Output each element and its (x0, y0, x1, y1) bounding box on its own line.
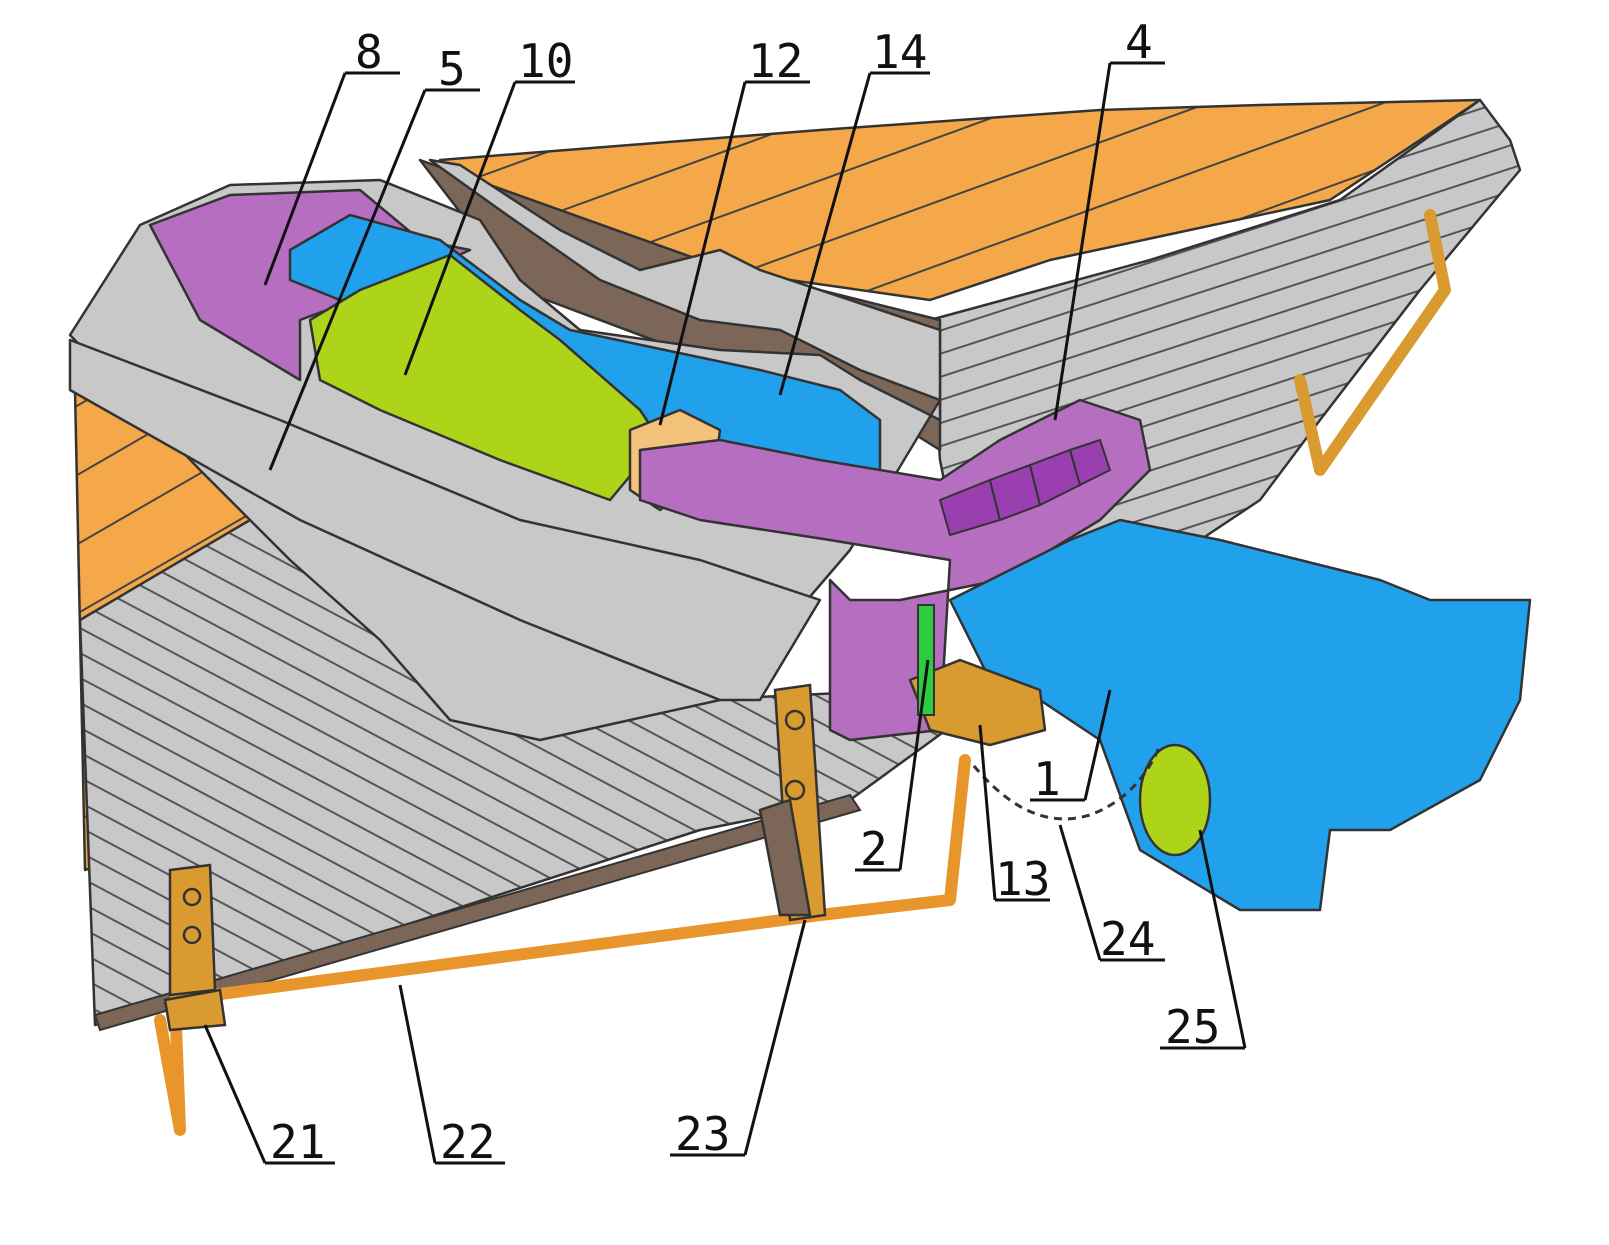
callout-12: 12 (748, 34, 803, 88)
green-latch (917, 604, 935, 716)
callout-4: 4 (1125, 15, 1153, 69)
callout-10: 10 (518, 34, 573, 88)
callout-2: 2 (860, 822, 888, 876)
uncoupling-rod (154, 754, 971, 1136)
callout-1: 1 (1033, 752, 1061, 806)
chain (963, 744, 1162, 821)
callout-13: 13 (995, 852, 1050, 906)
callout-24: 24 (1100, 912, 1155, 966)
callout-22: 22 (440, 1115, 495, 1169)
callout-23: 23 (675, 1107, 730, 1161)
callout-21: 21 (270, 1115, 325, 1169)
callout-8: 8 (355, 25, 383, 79)
orange-fitting (908, 658, 1047, 747)
keel-edge (93, 793, 862, 1032)
callout-14: 14 (872, 25, 927, 79)
callout-5: 5 (438, 42, 466, 96)
bracket-23 (758, 683, 827, 922)
side-rail (68, 338, 822, 702)
housing-slots (938, 438, 1112, 537)
callout-25: 25 (1165, 1000, 1220, 1054)
leader-lines (203, 61, 1247, 1165)
bracket-21 (163, 863, 227, 1032)
right-lever (1294, 209, 1451, 476)
green-cap (1138, 743, 1212, 857)
